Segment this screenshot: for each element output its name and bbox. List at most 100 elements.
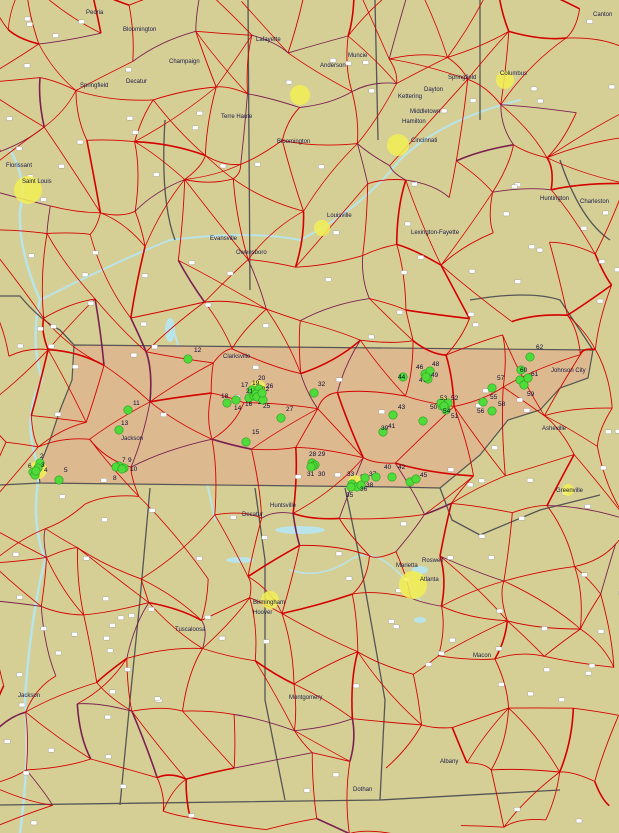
site-marker[interactable]: 39 <box>378 425 389 437</box>
road-segment <box>0 126 45 161</box>
road-segment <box>43 90 77 128</box>
road-segment <box>293 683 353 720</box>
site-marker[interactable]: 61 <box>523 371 539 383</box>
site-marker[interactable]: 62 <box>525 344 544 362</box>
marker-dot[interactable] <box>525 352 535 362</box>
marker-dot[interactable] <box>356 480 366 490</box>
marker-dot[interactable] <box>114 425 124 435</box>
road-segment <box>0 349 49 396</box>
road-segment <box>299 91 353 108</box>
marker-dot[interactable] <box>257 388 267 398</box>
site-marker[interactable]: 44 <box>398 372 408 382</box>
marker-dot[interactable] <box>346 482 356 492</box>
site-marker[interactable]: 40 <box>384 464 397 482</box>
road-segment <box>294 718 353 732</box>
site-marker[interactable]: 54 <box>439 401 451 415</box>
marker-dot[interactable] <box>123 405 133 415</box>
route-shield <box>40 626 47 631</box>
marker-dot[interactable] <box>439 401 449 411</box>
marker-dot[interactable] <box>387 472 397 482</box>
marker-dot[interactable] <box>487 406 497 416</box>
city-label: Anderson <box>320 63 346 69</box>
road-segment <box>544 655 614 668</box>
road-segment <box>360 339 414 343</box>
marker-dot[interactable] <box>306 462 316 472</box>
marker-dot[interactable] <box>378 427 388 437</box>
road-segment <box>424 502 452 516</box>
site-marker[interactable]: 13 <box>114 420 129 435</box>
road-segment <box>544 415 575 455</box>
road-segment <box>362 243 397 257</box>
site-marker[interactable]: 36 <box>356 480 368 493</box>
marker-dot[interactable] <box>117 464 127 474</box>
marker-dot[interactable] <box>309 388 319 398</box>
city-label: Evansville <box>210 236 238 242</box>
marker-dot[interactable] <box>519 380 529 390</box>
marker-dot[interactable] <box>388 410 398 420</box>
road-segment <box>43 528 47 558</box>
road-segment <box>148 601 202 622</box>
marker-dot[interactable] <box>222 398 232 408</box>
site-marker[interactable]: 56 <box>477 397 488 415</box>
route-shield <box>597 629 605 634</box>
road-segment <box>266 308 301 322</box>
site-marker[interactable]: 10 <box>117 464 138 474</box>
site-marker[interactable]: 31 <box>306 462 316 478</box>
marker-dot[interactable] <box>523 373 533 383</box>
marker-dot[interactable] <box>418 416 428 426</box>
site-marker[interactable]: 18 <box>221 393 232 408</box>
road-segment <box>337 390 406 397</box>
site-marker[interactable]: 27 <box>276 406 294 423</box>
site-marker[interactable]: 32 <box>309 381 326 398</box>
marker-dot[interactable] <box>360 473 370 483</box>
route-shield <box>518 516 525 521</box>
route-shield <box>22 770 30 776</box>
site-marker[interactable]: 11 <box>123 400 140 415</box>
marker-label: 8 <box>113 475 117 482</box>
site-marker[interactable]: 45 <box>411 472 428 484</box>
marker-dot[interactable] <box>421 372 431 382</box>
site-marker[interactable]: 49 <box>421 372 439 382</box>
marker-dot[interactable] <box>183 354 193 364</box>
marker-dot[interactable] <box>487 383 497 393</box>
marker-dot[interactable] <box>411 474 421 484</box>
marker-dot[interactable] <box>516 365 526 375</box>
site-marker[interactable]: 14 <box>231 395 242 412</box>
site-marker[interactable]: 26 <box>257 383 274 398</box>
site-marker[interactable]: 6 <box>28 463 41 476</box>
road-segment <box>131 710 187 780</box>
marker-dot[interactable] <box>241 437 251 447</box>
site-marker[interactable]: 15 <box>241 429 260 447</box>
site-marker[interactable]: 55 <box>487 383 498 401</box>
road-segment <box>566 37 619 47</box>
marker-dot[interactable] <box>231 395 241 405</box>
site-marker[interactable]: 12 <box>183 347 202 364</box>
marker-label: 31 <box>307 471 315 478</box>
site-marker[interactable]: 59 <box>519 380 535 398</box>
road-segment <box>404 340 414 397</box>
site-marker[interactable]: 43 <box>398 404 428 426</box>
road-segment <box>300 373 319 409</box>
marker-label: 46 <box>416 364 424 371</box>
road-segment <box>546 454 575 506</box>
marker-dot[interactable] <box>276 413 286 423</box>
site-marker[interactable]: 58 <box>487 401 506 416</box>
road-segment <box>439 503 453 557</box>
road-segment <box>241 1 289 54</box>
marker-label: 7 <box>122 457 126 464</box>
road-segment <box>565 8 581 39</box>
marker-dot[interactable] <box>31 466 41 476</box>
site-marker[interactable]: 5 <box>54 467 68 485</box>
city-label: Decatur <box>126 79 147 85</box>
marker-dot[interactable] <box>54 475 64 485</box>
site-marker[interactable]: 41 <box>388 410 398 430</box>
site-marker[interactable]: 35 <box>346 482 356 499</box>
marker-dot[interactable] <box>478 397 488 407</box>
road-segment <box>594 715 619 782</box>
route-shield <box>76 139 84 145</box>
site-marker[interactable]: 60 <box>516 365 528 375</box>
marker-dot[interactable] <box>398 372 408 382</box>
site-marker[interactable]: 38 <box>366 472 381 489</box>
marker-dot[interactable] <box>371 472 381 482</box>
